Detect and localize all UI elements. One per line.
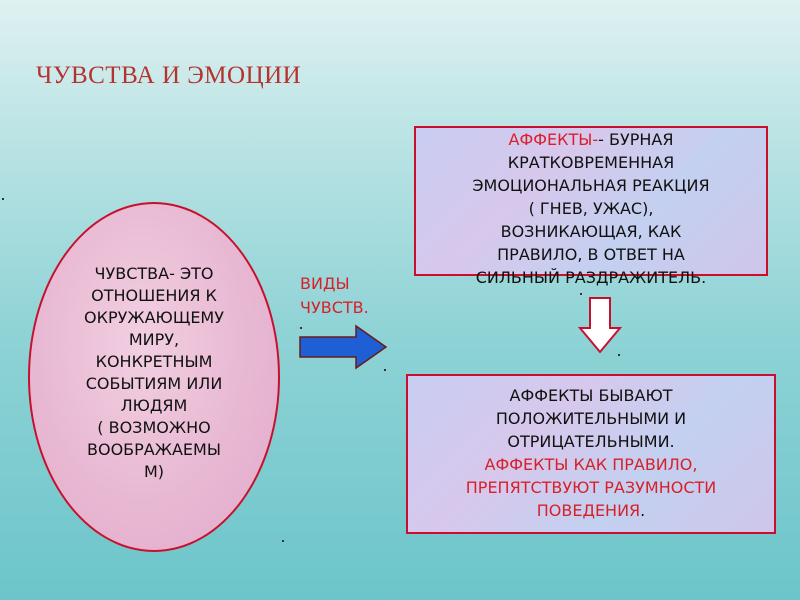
box1-line: ПРАВИЛО, В ОТВЕТ НА bbox=[497, 245, 685, 264]
box2-line: ПОЛОЖИТЕЛЬНЫМИ И bbox=[495, 409, 687, 428]
kinds-of-feelings-label: ВИДЫ ЧУВСТВ. bbox=[300, 272, 369, 320]
ellipse-line: КОНКРЕТНЫМ bbox=[95, 352, 213, 371]
affects-types-box: АФФЕКТЫ БЫВАЮТ ПОЛОЖИТЕЛЬНЫМИ И ОТРИЦАТЕ… bbox=[406, 374, 776, 534]
box1-line: ВОЗНИКАЮЩАЯ, КАК bbox=[500, 222, 682, 241]
box1-line: КРАТКОВРЕМЕННАЯ bbox=[507, 153, 675, 172]
decorative-dot bbox=[384, 369, 386, 371]
ellipse-line: ОТНОШЕНИЯ К bbox=[91, 286, 217, 305]
affects-term: АФФЕКТЫ- bbox=[508, 130, 599, 149]
slide-title: ЧУВСТВА И ЭМОЦИИ bbox=[36, 62, 302, 89]
box2-line: ОТРИЦАТЕЛЬНЫМИ. bbox=[507, 432, 675, 451]
box1-line: ЭМОЦИОНАЛЬНАЯ РЕАКЦИЯ bbox=[472, 176, 710, 195]
ellipse-line: ЛЮДЯМ bbox=[120, 396, 188, 415]
box2-line: АФФЕКТЫ БЫВАЮТ bbox=[509, 386, 673, 405]
feelings-definition-text: ЧУВСТВА- ЭТО ОТНОШЕНИЯ К ОКРУЖАЮЩЕМУ МИР… bbox=[59, 263, 249, 483]
arrow-down-icon bbox=[578, 297, 622, 354]
box2-red-line: АФФЕКТЫ КАК ПРАВИЛО, bbox=[484, 455, 698, 474]
decorative-dot bbox=[618, 354, 620, 356]
decorative-dot bbox=[282, 540, 284, 542]
ellipse-line: ВООБРАЖАЕМЫ bbox=[87, 440, 221, 459]
kinds-line-2: ЧУВСТВ. bbox=[300, 298, 369, 317]
ellipse-line: ЧУВСТВА- ЭТО bbox=[94, 264, 214, 283]
arrow-right-icon bbox=[299, 324, 388, 370]
ellipse-line: МИРУ, bbox=[128, 330, 180, 349]
ellipse-line: М) bbox=[143, 462, 165, 481]
decorative-dot bbox=[2, 198, 4, 200]
affects-definition-box: АФФЕКТЫ-- БУРНАЯ КРАТКОВРЕМЕННАЯ ЭМОЦИОН… bbox=[414, 126, 768, 287]
feelings-definition-ellipse: ЧУВСТВА- ЭТО ОТНОШЕНИЯ К ОКРУЖАЮЩЕМУ МИР… bbox=[28, 202, 280, 552]
decorative-dot bbox=[300, 327, 302, 329]
box2-last-dot: . bbox=[640, 501, 646, 520]
box1-first-line: АФФЕКТЫ-- БУРНАЯ bbox=[416, 128, 766, 151]
ellipse-line: ( ВОЗМОЖНО bbox=[97, 418, 211, 437]
affects-first-rest: - БУРНАЯ bbox=[598, 130, 674, 149]
box2-last-red: ПОВЕДЕНИЯ bbox=[536, 501, 641, 520]
ellipse-line: ОКРУЖАЮЩЕМУ bbox=[84, 308, 224, 327]
decorative-dot bbox=[580, 293, 582, 295]
box1-line: СИЛЬНЫЙ РАЗДРАЖИТЕЛЬ. bbox=[475, 268, 707, 287]
box2-red-line: ПРЕПЯТСТВУЮТ РАЗУМНОСТИ bbox=[465, 478, 717, 497]
ellipse-line: СОБЫТИЯМ ИЛИ bbox=[85, 374, 223, 393]
box2-last-line: ПОВЕДЕНИЯ. bbox=[408, 499, 774, 522]
kinds-line-1: ВИДЫ bbox=[300, 274, 350, 293]
box1-line: ( ГНЕВ, УЖАС), bbox=[528, 199, 654, 218]
